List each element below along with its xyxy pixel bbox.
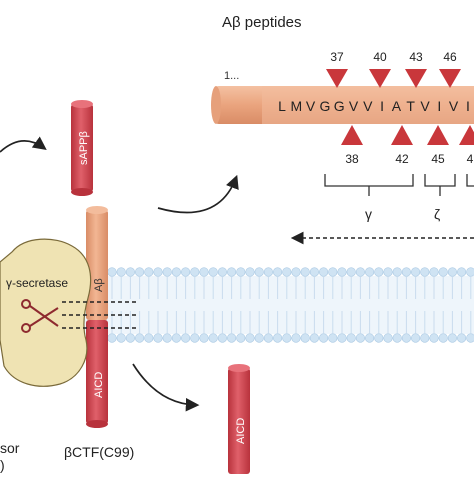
cleavage-bottom-label: 45 (431, 152, 445, 166)
sequence-letter: V (349, 98, 359, 114)
sequence-letter: M (290, 98, 302, 114)
cleavage-bottom-triangle (459, 125, 474, 145)
sequence-letter: V (363, 98, 373, 114)
group-gamma-label: γ (365, 206, 372, 222)
sequence-letter: G (319, 98, 330, 114)
precursor-label: sor (0, 440, 20, 456)
cleavage-bottom-label: 38 (345, 152, 359, 166)
membrane (80, 268, 474, 343)
aicd-free-label: AICD (235, 418, 247, 444)
group-brackets (325, 174, 474, 196)
sappb-label: sAPPβ (78, 131, 90, 165)
bctf-label: βCTF(C99) (64, 444, 134, 460)
cleavage-top-triangle (405, 69, 427, 88)
aicd-label: AICD (93, 372, 105, 398)
cleavage-top-triangle (326, 69, 348, 88)
cleavage-bottom-label: 4 (467, 152, 474, 166)
gamma-secretase-label: γ-secretase (6, 276, 68, 290)
cleavage-bottom-triangle (391, 125, 413, 145)
arrow-to-aicd (133, 364, 196, 405)
cleavage-bottom-triangle (341, 125, 363, 145)
sequence-letter: I (437, 98, 441, 114)
arrow-to-sappb (0, 141, 44, 152)
precursor-label-2: ) (0, 457, 5, 473)
sequence-letter: I (466, 98, 470, 114)
cleavage-top-label: 40 (373, 50, 387, 64)
sequence-letter: V (306, 98, 316, 114)
cleavage-bottom-label: 42 (395, 152, 409, 166)
title: Aβ peptides (222, 14, 302, 31)
arrow-to-peptides (158, 178, 236, 213)
cleavage-sites-top: 37 40 43 46 (326, 50, 461, 88)
sequence-letter: A (392, 98, 402, 114)
sequence-letter: I (380, 98, 384, 114)
sequence-letter: V (449, 98, 459, 114)
cleavage-top-triangle (369, 69, 391, 88)
gamma-secretase-shape (0, 239, 91, 386)
cleavage-top-label: 37 (330, 50, 344, 64)
sequence-letter: G (334, 98, 345, 114)
cleavage-top-label: 43 (409, 50, 423, 64)
cleavage-top-triangle (439, 69, 461, 88)
cleavage-bottom-triangle (427, 125, 449, 145)
abeta-label: Aβ (93, 278, 105, 292)
cleavage-sites-bottom: 38 42 45 4 (341, 125, 474, 166)
cleavage-top-label: 46 (443, 50, 457, 64)
sequence-letter: T (406, 98, 415, 114)
sequence-letter: V (420, 98, 430, 114)
group-zeta-label: ζ (434, 206, 440, 222)
sequence-letter: L (278, 98, 286, 114)
n-terminus-label: 1... (224, 70, 239, 82)
